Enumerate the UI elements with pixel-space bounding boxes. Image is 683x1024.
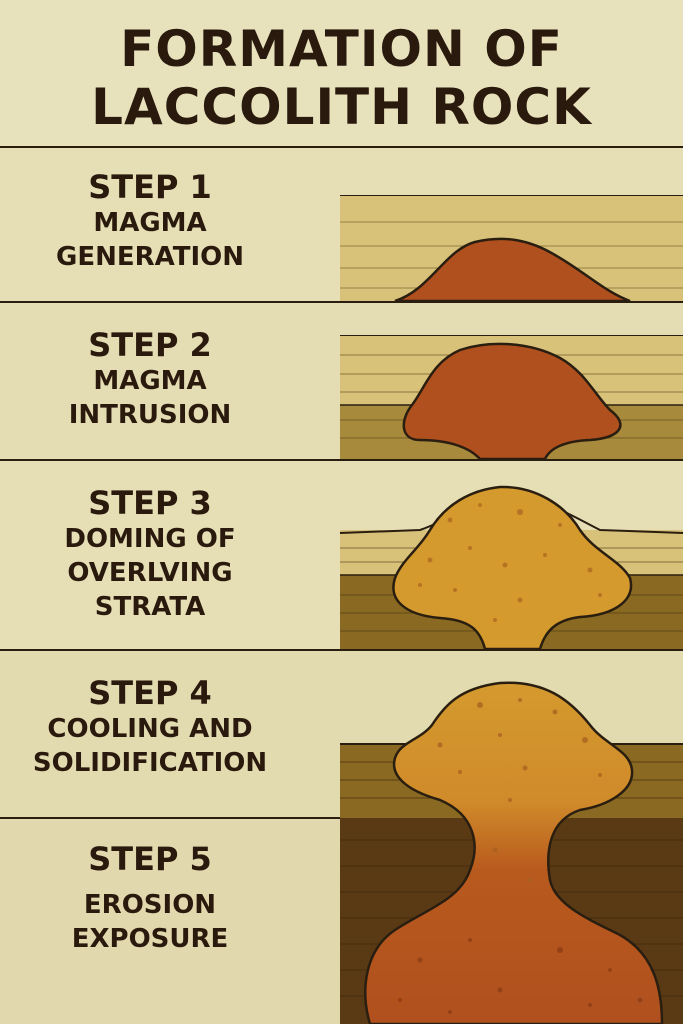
title-line-2: LACCOLITH ROCK (91, 78, 592, 136)
step-3-figure (340, 485, 683, 649)
magma-body-2 (402, 342, 622, 459)
title-line-1: FORMATION OF (120, 20, 563, 78)
step-4-line-2: SOLIDIFICATION (32, 748, 268, 778)
magma-body-3 (392, 485, 633, 649)
step-4-number: STEP 4 (88, 674, 212, 712)
step-2-line-2: INTRUSION (68, 400, 232, 430)
step-5-label: STEP 5 EROSION EXPOSURE (0, 840, 300, 956)
step-3-label: STEP 3 DOMING OF OVERLVING STRATA (0, 484, 300, 624)
step-4-5-figure (340, 681, 683, 1024)
step-2-line-1: MAGMA (93, 366, 207, 396)
step-2-label: STEP 2 MAGMA INTRUSION (0, 326, 300, 432)
step-1-line-1: MAGMA (93, 208, 207, 238)
step-4-label: STEP 4 COOLING AND SOLIDIFICATION (0, 674, 300, 780)
step-3-line-1: DOMING OF (64, 524, 236, 554)
step-2-figure (340, 335, 683, 459)
step-3-number: STEP 3 (88, 484, 212, 522)
step-1-number: STEP 1 (88, 168, 212, 206)
step-5-line-1: EROSION (83, 890, 217, 920)
magma-body-1 (394, 237, 631, 301)
step-5-line-2: EXPOSURE (71, 924, 229, 954)
step-1-line-2: GENERATION (55, 242, 245, 272)
step-3-line-3: STRATA (94, 592, 206, 622)
step-1-label: STEP 1 MAGMA GENERATION (0, 168, 300, 274)
title-banner: FORMATION OF LACCOLITH ROCK (0, 0, 683, 148)
step-5-number: STEP 5 (88, 840, 212, 878)
step-1-figure (340, 195, 683, 301)
step-2-number: STEP 2 (88, 326, 212, 364)
step-3-line-2: OVERLVING (67, 558, 233, 588)
magma-body-4-5 (364, 681, 664, 1024)
step-4-line-1: COOLING AND (47, 714, 253, 744)
